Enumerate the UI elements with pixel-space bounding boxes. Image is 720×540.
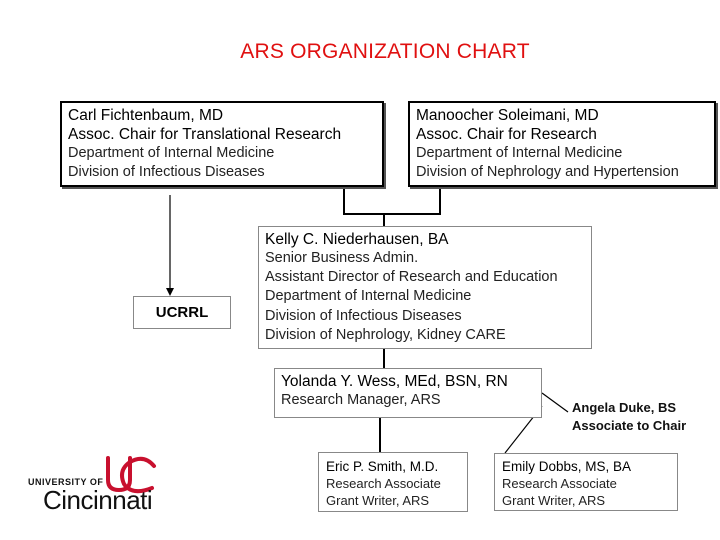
dobbs-line: Research Associate (502, 476, 617, 491)
fichtenbaum-div: Division of Infectious Diseases (68, 164, 265, 180)
box-fichtenbaum: Carl Fichtenbaum, MD Assoc. Chair for Tr… (60, 101, 384, 187)
dobbs-name: Emily Dobbs, MS, BA (502, 459, 632, 474)
chart-title: ARS ORGANIZATION CHART (240, 40, 530, 63)
arrowhead-ucrrl (166, 288, 174, 296)
niederhausen-line: Division of Infectious Diseases (265, 307, 462, 324)
box-niederhausen: Kelly C. Niederhausen, BA Senior Busines… (258, 226, 592, 349)
fichtenbaum-dept: Department of Internal Medicine (68, 145, 275, 161)
soleimani-dept: Department of Internal Medicine (416, 145, 623, 161)
dobbs-line: Grant Writer, ARS (502, 493, 606, 508)
uc-monogram-c (120, 456, 156, 494)
soleimani-div: Division of Nephrology and Hypertension (416, 164, 679, 180)
niederhausen-line: Senior Business Admin. (265, 250, 419, 266)
logo-university-of: UNIVERSITY OF (28, 477, 104, 487)
wess-name: Yolanda Y. Wess, MEd, BSN, RN (281, 373, 508, 390)
smith-line: Research Associate (326, 476, 441, 491)
connector-wess-duke (541, 392, 569, 413)
ucrrl-label: UCRRL (155, 304, 209, 321)
connector-soleimani-niederhausen (384, 187, 441, 215)
fichtenbaum-role: Assoc. Chair for Translational Research (68, 126, 342, 143)
fichtenbaum-name: Carl Fichtenbaum, MD (68, 107, 224, 124)
duke-name: Angela Duke, BS (572, 400, 677, 415)
soleimani-role: Assoc. Chair for Research (416, 126, 597, 143)
logo-cincinnati: Cincinnati (43, 485, 153, 515)
smith-line: Grant Writer, ARS (326, 493, 430, 508)
uc-monogram-u (106, 456, 132, 493)
niederhausen-line: Assistant Director of Research and Educa… (265, 269, 558, 286)
niederhausen-name: Kelly C. Niederhausen, BA (265, 231, 449, 248)
connector-fichtenbaum-niederhausen (343, 187, 385, 226)
uc-logo-mark (106, 456, 156, 494)
soleimani-name: Manoocher Soleimani, MD (416, 107, 599, 124)
box-smith: Eric P. Smith, M.D. Research Associate G… (318, 452, 468, 512)
smith-name: Eric P. Smith, M.D. (326, 459, 439, 474)
box-wess: Yolanda Y. Wess, MEd, BSN, RN Research M… (274, 368, 542, 418)
wess-role: Research Manager, ARS (281, 392, 441, 408)
niederhausen-line: Department of Internal Medicine (265, 288, 472, 305)
box-ucrrl: UCRRL (133, 296, 231, 329)
box-soleimani: Manoocher Soleimani, MD Assoc. Chair for… (408, 101, 716, 187)
duke-label: Angela Duke, BS Associate to Chair (572, 399, 712, 435)
duke-role: Associate to Chair (572, 418, 687, 433)
niederhausen-line: Division of Nephrology, Kidney CARE (265, 326, 506, 343)
box-dobbs: Emily Dobbs, MS, BA Research Associate G… (494, 453, 678, 511)
